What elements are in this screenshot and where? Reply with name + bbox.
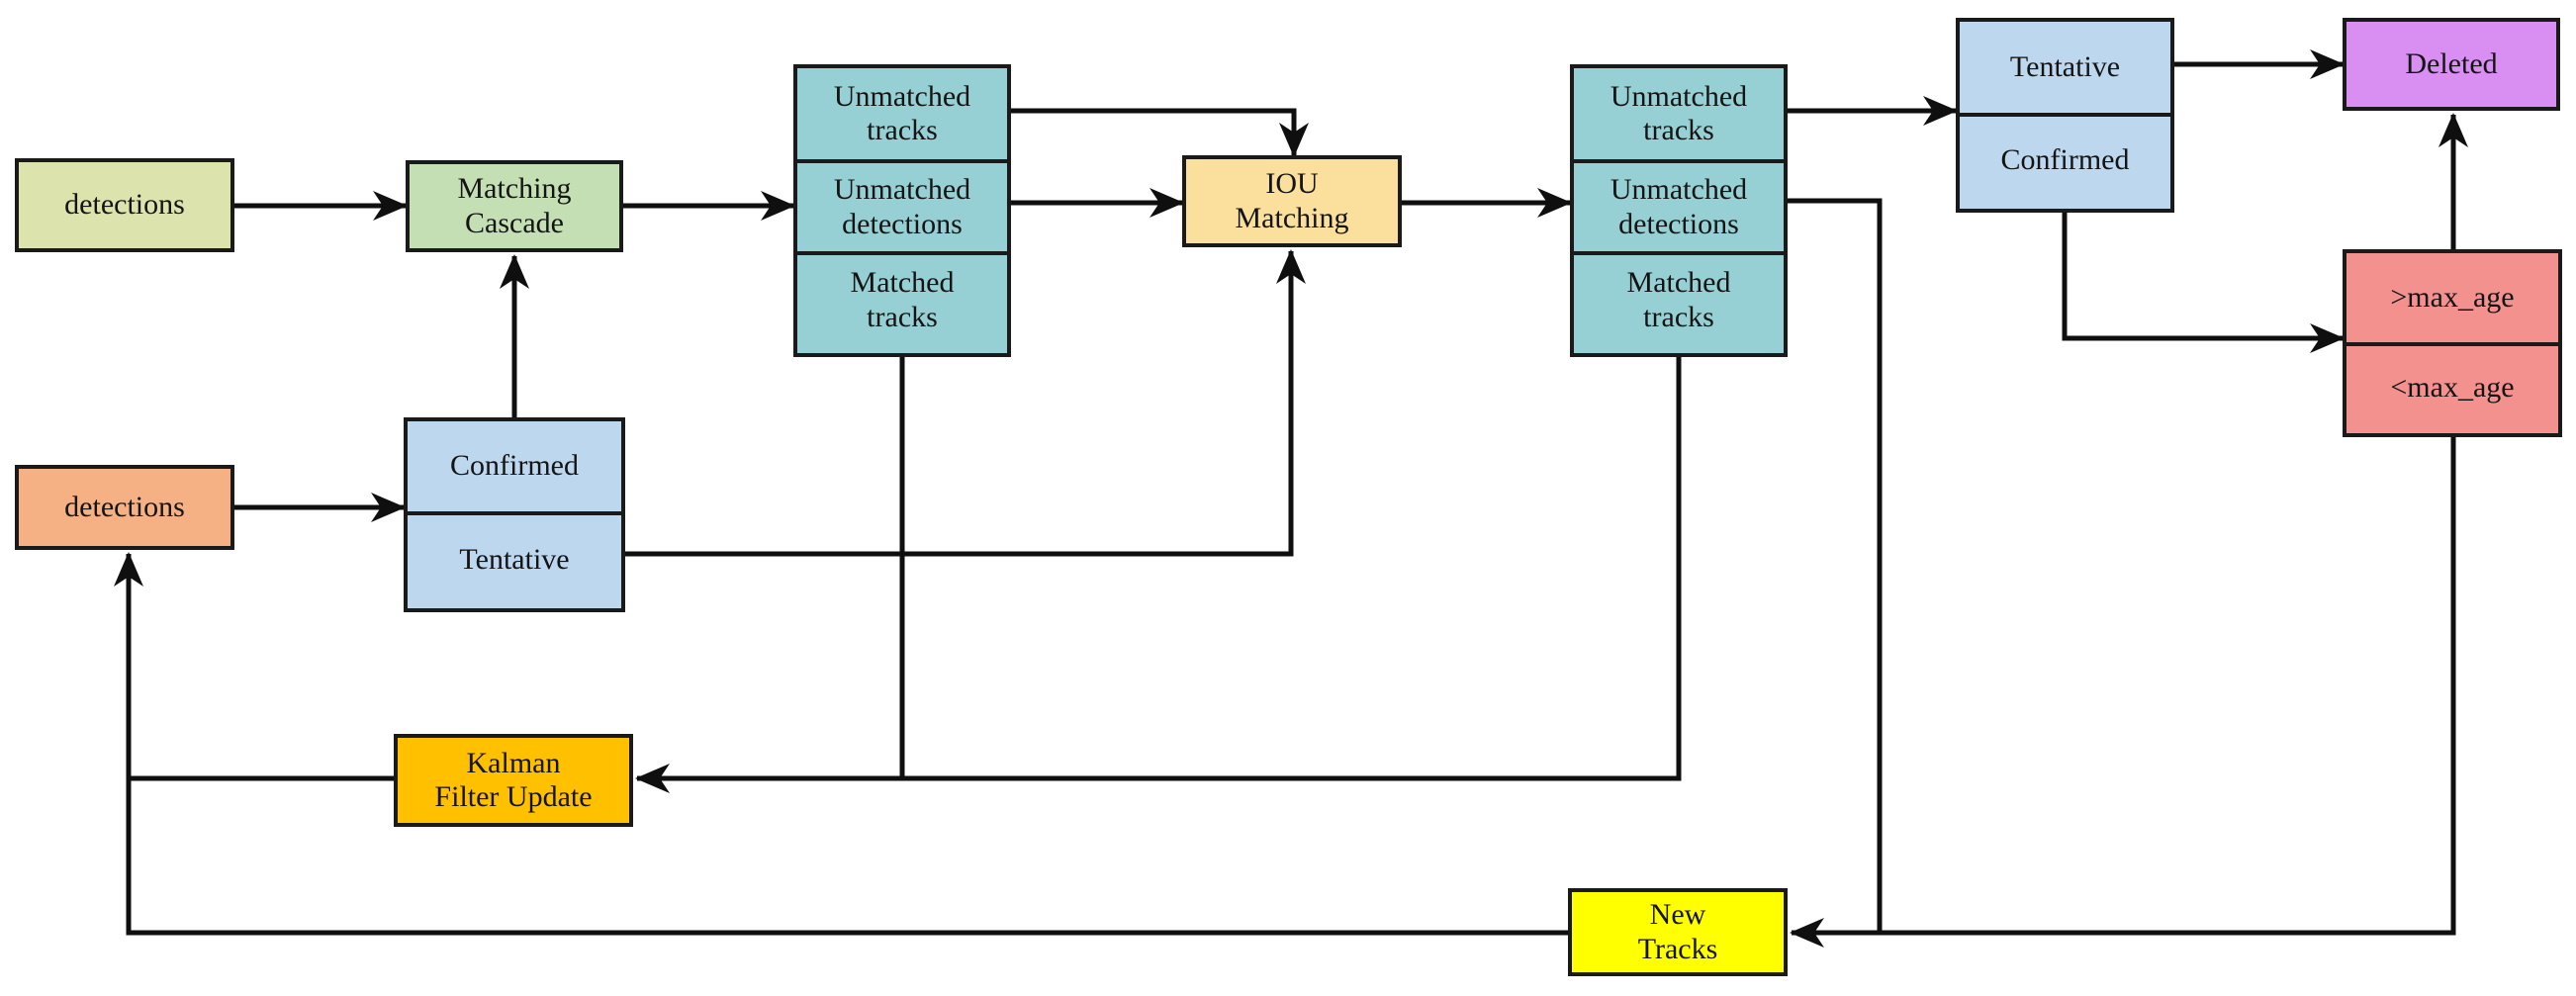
matching-result-stack-row-2: Matched tracks — [797, 251, 1007, 345]
connector-new-tracks-return-to-detections — [114, 552, 1568, 936]
connector-unmatched-tracks-to-iou-top — [1011, 108, 1309, 157]
iou-result-stack-row-1: Unmatched detections — [1574, 159, 1784, 251]
connector-tentative-left-to-iou-bottom — [625, 249, 1306, 557]
matching-cascade-box-label: Matching Cascade — [457, 172, 572, 239]
kalman-filter-update-box-label: Kalman Filter Update — [434, 746, 593, 814]
connector-matched-tracks-2-to-kalman — [635, 341, 1682, 793]
iou-result-stack-row-0: Unmatched tracks — [1610, 79, 1748, 147]
age-check-stack-row-1: <max_age — [2346, 342, 2558, 429]
track-state-left-stack-row-0: Confirmed — [450, 449, 579, 483]
connector-unmatched-detections-2-down-to-newtracks-line — [1788, 198, 1883, 931]
matching-cascade-box: Matching Cascade — [406, 160, 623, 252]
new-tracks-box-label: New Tracks — [1637, 898, 1718, 965]
new-tracks-box: New Tracks — [1568, 888, 1788, 976]
iou-matching-box-label: IOU Matching — [1235, 167, 1349, 234]
connector-confirmed-to-age-check — [2062, 201, 2345, 353]
detections-input-box-label: detections — [64, 188, 185, 222]
detections-track-pool-box: detections — [15, 465, 234, 550]
track-state-left-stack-row-1: Tentative — [408, 511, 621, 604]
matching-result-stack-row-1: Unmatched detections — [797, 159, 1007, 251]
matching-result-stack-row-0: Unmatched tracks — [833, 79, 971, 147]
detections-input-box: detections — [15, 158, 234, 252]
iou-result-stack-row-2: Matched tracks — [1574, 251, 1784, 345]
track-state-right-stack-row-1: Confirmed — [1960, 113, 2170, 205]
track-state-right-stack-row-0: Tentative — [2009, 49, 2121, 83]
iou-matching-box: IOU Matching — [1182, 155, 1402, 247]
deleted-box-label: Deleted — [2405, 46, 2498, 80]
age-check-stack: >max_age <max_age — [2343, 249, 2562, 437]
kalman-filter-update-box: Kalman Filter Update — [394, 734, 633, 827]
deleted-box: Deleted — [2343, 18, 2560, 111]
connector-less-max-age-to-new-tracks — [1790, 425, 2456, 948]
detections-track-pool-box-label: detections — [64, 490, 185, 523]
age-check-stack-row-0: >max_age — [2390, 280, 2515, 314]
